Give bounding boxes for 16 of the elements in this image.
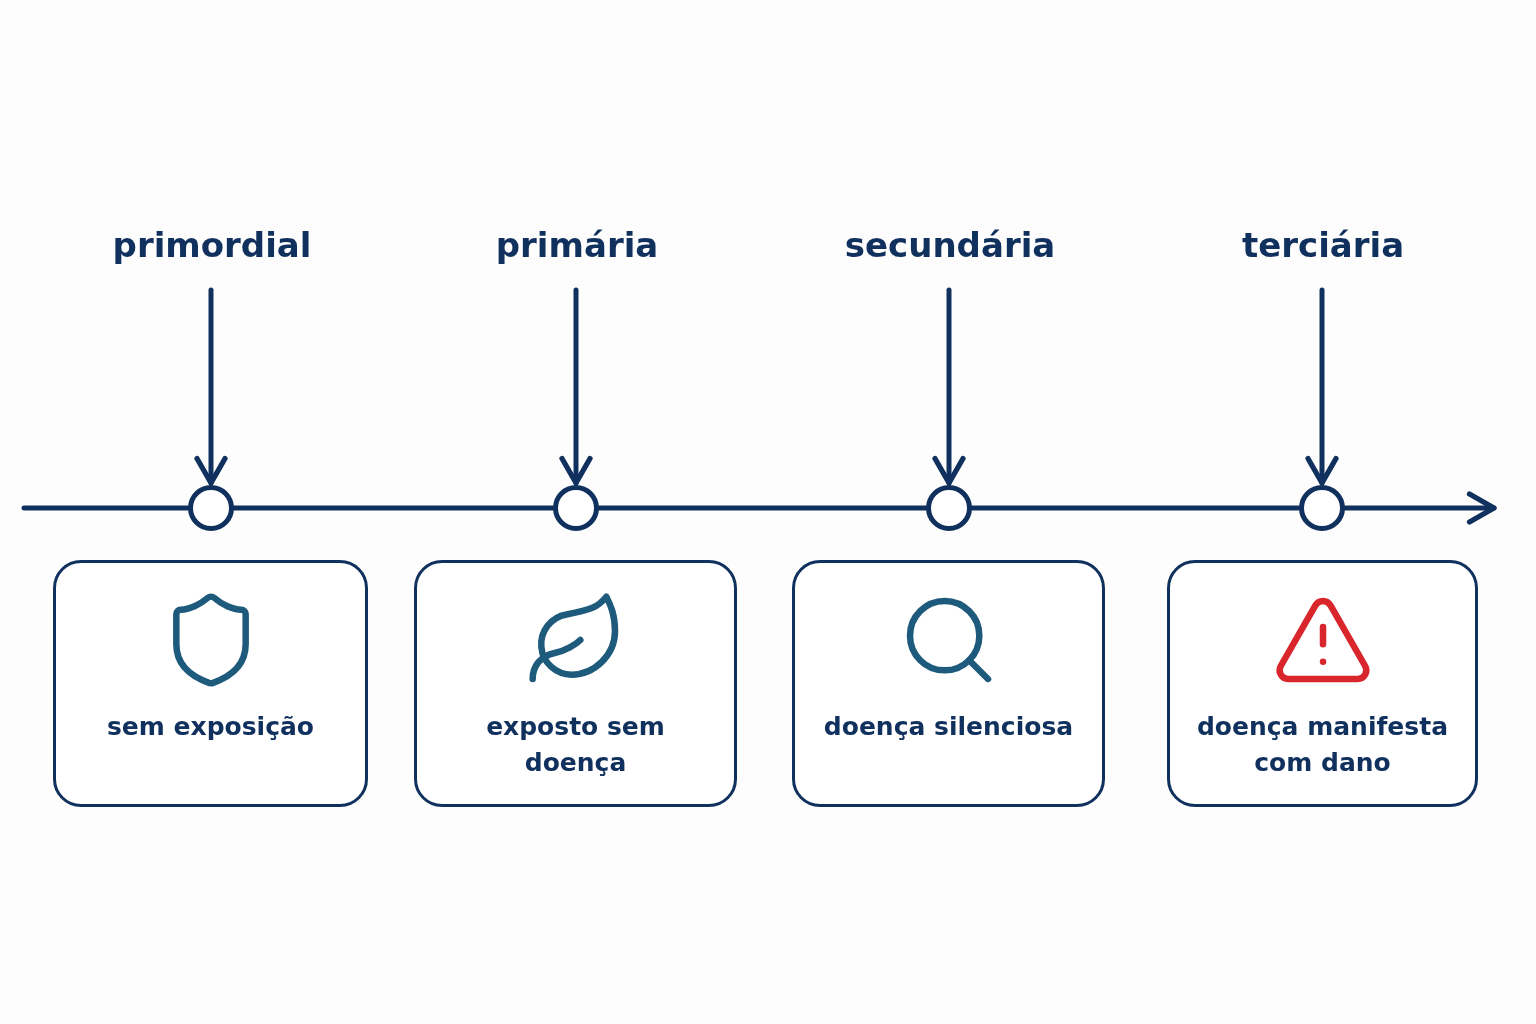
stage-card xyxy=(1167,560,1478,807)
card-text: sem exposição xyxy=(105,711,316,743)
card-text: exposto sem doença xyxy=(485,711,666,780)
arrow xyxy=(194,287,228,486)
arrow xyxy=(932,287,966,486)
card-text: doença manifesta com dano xyxy=(1195,711,1449,780)
prevention-level-label: terciária xyxy=(1213,222,1433,268)
prevention-level-label: secundária xyxy=(840,222,1060,268)
card-text: doença silenciosa xyxy=(822,711,1075,743)
arrow xyxy=(559,287,593,486)
prevention-level-label: primordial xyxy=(112,222,312,268)
prevention-level-label: primária xyxy=(477,222,677,268)
stage-card xyxy=(53,560,368,807)
arrow xyxy=(1305,287,1339,486)
stage-card xyxy=(792,560,1105,807)
stage-card xyxy=(414,560,737,807)
